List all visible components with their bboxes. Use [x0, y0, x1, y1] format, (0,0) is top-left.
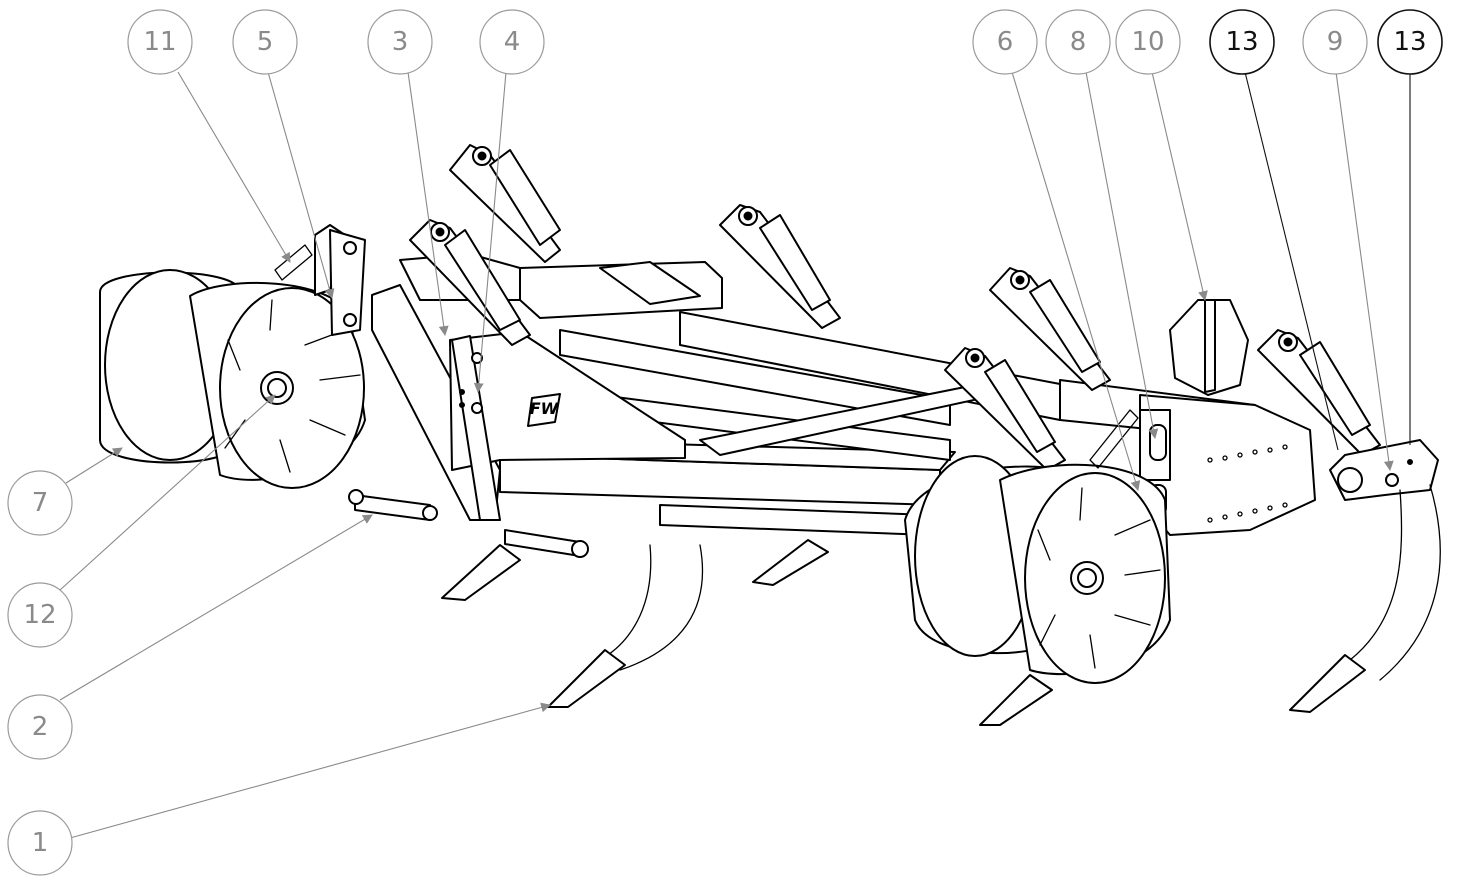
shank-arm-5	[944, 347, 1066, 471]
callout-9-label: 9	[1327, 27, 1344, 57]
callout-5: 5	[232, 9, 298, 75]
callout-2: 2	[7, 694, 73, 760]
callout-13a-label: 13	[1225, 27, 1258, 57]
callout-11: 11	[127, 9, 193, 75]
right-shank-mount	[1329, 439, 1439, 501]
leader-6	[1011, 71, 1141, 491]
callouts: 11 5 3 4 6 8 10 13	[7, 9, 1443, 876]
callout-2-label: 2	[32, 712, 49, 742]
callout-6: 6	[972, 9, 1038, 75]
sign-plate	[1169, 299, 1249, 396]
leader-2	[59, 514, 373, 701]
leader-4	[473, 71, 507, 393]
leader-3	[407, 71, 449, 336]
callout-8-label: 8	[1070, 27, 1087, 57]
leader-7	[65, 447, 123, 484]
callout-11-label: 11	[143, 27, 176, 57]
callout-13b: 13	[1377, 9, 1443, 75]
callout-13a: 13	[1209, 9, 1275, 75]
leader-8	[1085, 71, 1159, 439]
depth-adjusters	[274, 224, 1139, 469]
callout-6-label: 6	[997, 27, 1014, 57]
brand-logo-text: FW	[530, 399, 560, 418]
shank-arm-4	[989, 267, 1111, 391]
callout-12: 12	[7, 582, 73, 648]
leader-lines	[59, 71, 1411, 839]
leader-12	[59, 394, 276, 591]
callout-3-label: 3	[392, 27, 409, 57]
brand-logo: FW	[527, 393, 561, 427]
gauge-wheel-left	[99, 269, 366, 489]
callout-4-label: 4	[504, 27, 521, 57]
callout-10-label: 10	[1131, 27, 1164, 57]
callout-12-label: 12	[23, 600, 56, 630]
leader-9	[1335, 71, 1394, 471]
callout-5-label: 5	[257, 27, 274, 57]
gauge-wheel-right	[904, 455, 1171, 684]
sweep-points	[441, 539, 1366, 726]
hitch-tower-left: FW	[371, 284, 686, 521]
callout-13b-label: 13	[1393, 27, 1426, 57]
callout-7: 7	[7, 470, 73, 536]
callout-10: 10	[1115, 9, 1181, 75]
hitch-pins	[348, 489, 589, 558]
shank-curves	[599, 484, 1441, 681]
callout-3: 3	[367, 9, 433, 75]
leader-11	[177, 71, 291, 263]
callout-1-label: 1	[32, 828, 49, 858]
callout-4: 4	[479, 9, 545, 75]
shank-arm-3	[719, 204, 841, 329]
leader-5	[267, 71, 335, 299]
leader-13a	[1244, 71, 1339, 451]
callout-7-label: 7	[32, 488, 49, 518]
callout-1: 1	[7, 810, 73, 876]
shank-arm-2	[409, 219, 531, 346]
machine-drawing: FW	[99, 144, 1441, 726]
shank-arm-1	[449, 144, 561, 263]
callout-9: 9	[1302, 9, 1368, 75]
leader-10	[1151, 71, 1208, 301]
leader-1	[69, 702, 551, 839]
callout-8: 8	[1045, 9, 1111, 75]
